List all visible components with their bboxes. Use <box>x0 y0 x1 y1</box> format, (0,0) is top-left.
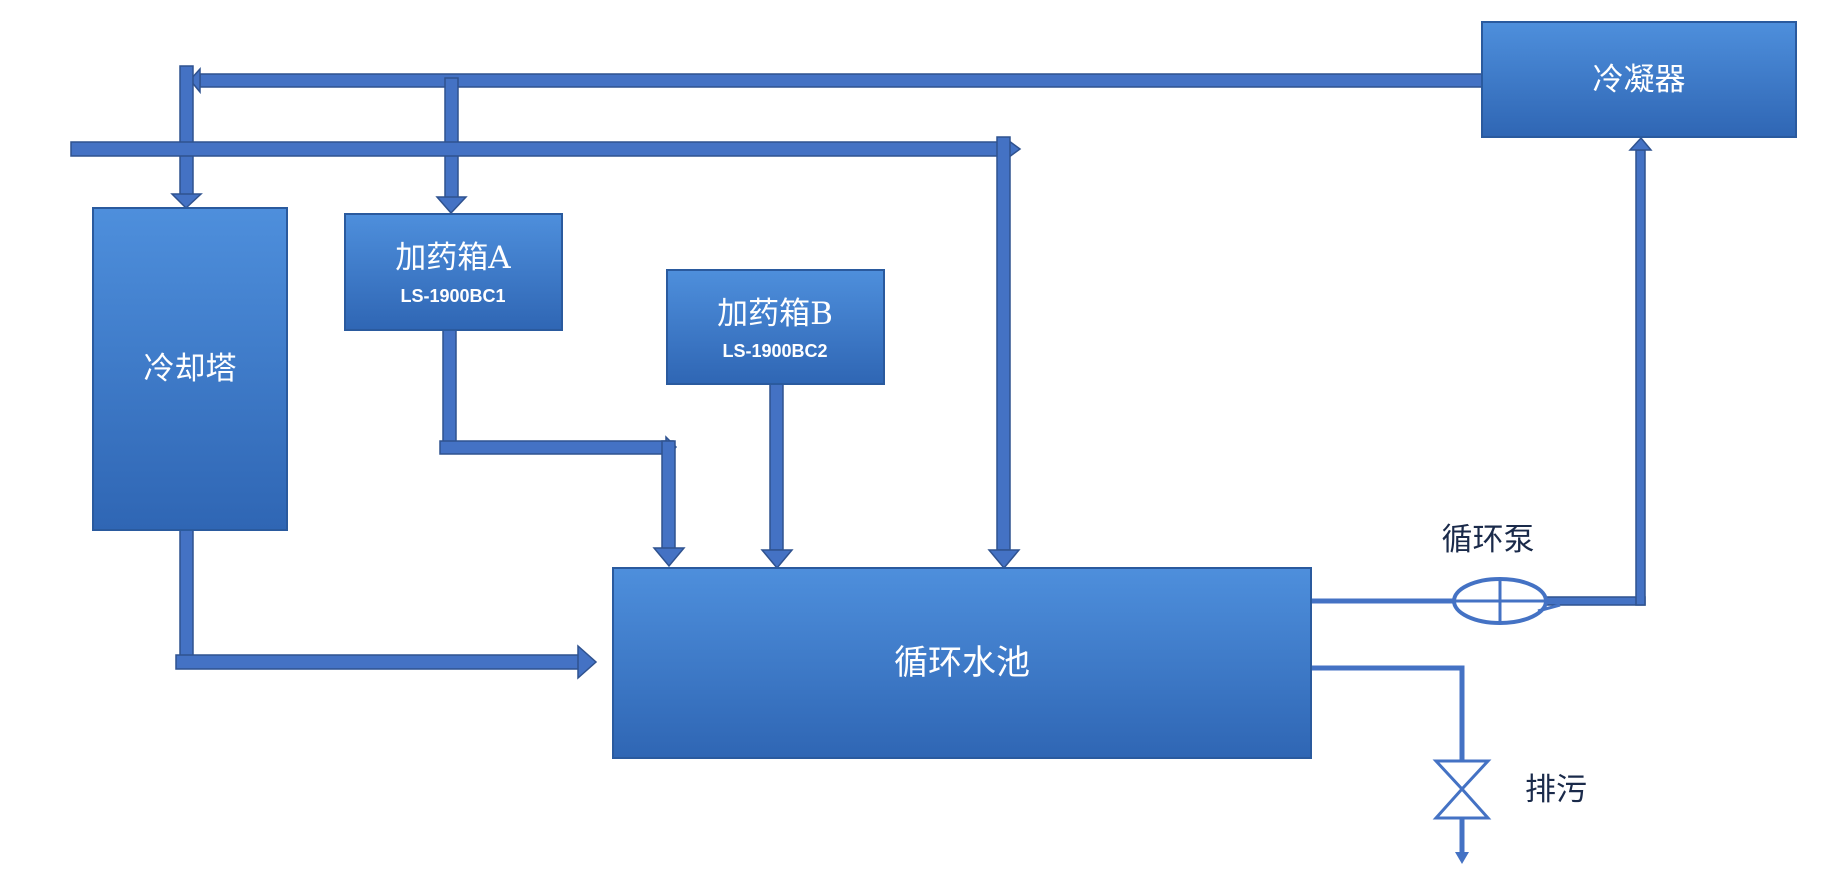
arrow-dosing-a-into-pool <box>652 547 686 568</box>
pipe-dosing-b-down <box>769 382 784 551</box>
pipes <box>70 65 1653 680</box>
pipe-cooling-tower-to-pool <box>175 654 583 670</box>
dosing-tank-b-box[interactable]: 加药箱B LS-1900BC2 <box>666 269 885 385</box>
cooling-tower-label: 冷却塔 <box>144 351 237 387</box>
circulation-pool-box[interactable]: 循环水池 <box>612 567 1312 759</box>
pipe-cooling-tower-down <box>179 528 194 665</box>
dosing-tank-a-model: LS-1900BC1 <box>400 286 505 306</box>
pipe-to-cooling-tower <box>179 65 194 197</box>
thin-pipes <box>1311 598 1465 856</box>
pipe-pool-to-drain <box>1311 665 1465 760</box>
arrow-return-header-left <box>189 67 201 95</box>
pipe-condenser-return-header <box>199 73 1483 88</box>
pipe-riser-to-condenser <box>1635 149 1646 606</box>
pipe-dosing-a-drop <box>661 440 676 550</box>
pipe-to-dosing-tank-a <box>444 77 459 199</box>
arrow-makeup-into-pool <box>987 549 1021 570</box>
condenser-label: 冷凝器 <box>1593 62 1686 98</box>
arrow-into-condenser <box>1628 136 1653 151</box>
dosing-tank-b-model: LS-1900BC2 <box>722 341 827 361</box>
pipe-pump-discharge <box>1544 596 1646 606</box>
condenser-box[interactable]: 冷凝器 <box>1481 21 1797 138</box>
arrow-tower-into-pool <box>577 644 598 680</box>
dosing-tank-a-box[interactable]: 加药箱A LS-1900BC1 <box>344 213 563 331</box>
pipe-makeup-header <box>70 141 1007 157</box>
pump-label: 循环泵 <box>1442 522 1535 558</box>
circulation-pool-label: 循环水池 <box>894 643 1030 683</box>
dosing-tank-a-label: 加药箱A <box>395 240 511 276</box>
arrow-into-cooling-tower <box>170 193 203 210</box>
dosing-tank-b-label: 加药箱B <box>717 296 833 332</box>
drain-label: 排污 <box>1525 772 1587 808</box>
pipe-makeup-down <box>996 136 1011 551</box>
pipe-dosing-a-down <box>442 329 457 451</box>
arrow-drain-out <box>1455 852 1469 864</box>
arrow-dosing-b-into-pool <box>760 549 794 570</box>
pipe-dosing-a-horizontal <box>439 440 674 455</box>
arrow-into-dosing-tank-a <box>435 196 468 215</box>
valve-icon[interactable] <box>1432 759 1492 820</box>
pump-icon[interactable] <box>1452 577 1561 625</box>
cooling-tower-box[interactable]: 冷却塔 <box>92 207 288 531</box>
